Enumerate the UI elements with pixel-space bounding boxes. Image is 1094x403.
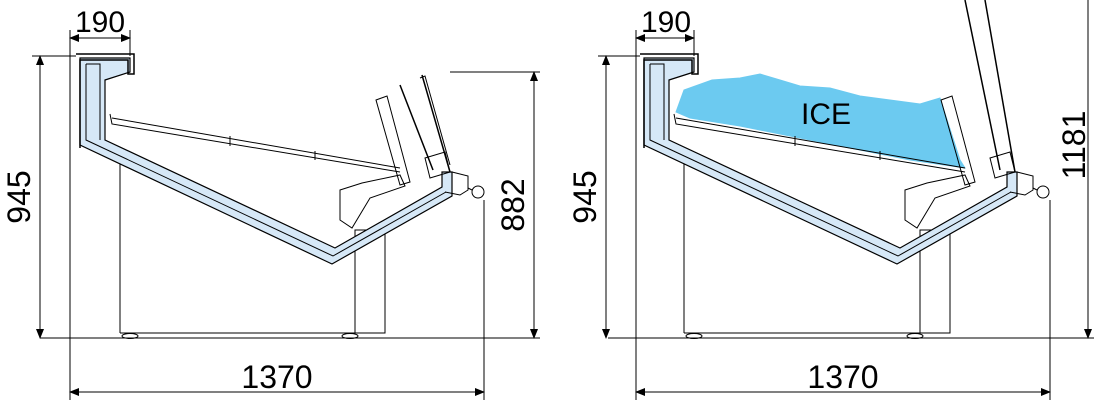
ice-heap	[675, 73, 966, 169]
left-glass-panels	[375, 74, 485, 199]
right-height-dimension: 945	[567, 55, 640, 339]
right-depth-label: 1370	[807, 359, 878, 395]
right-top-width-label: 190	[641, 6, 691, 39]
left-depth-dimension: 1370	[69, 56, 485, 400]
right-top-width-dimension: 190	[635, 6, 695, 56]
left-height-dimension: 945	[1, 55, 76, 339]
left-height-label: 945	[1, 170, 37, 223]
left-front-height-dimension: 882	[450, 71, 540, 339]
right-height-label: 945	[567, 170, 603, 223]
left-section-view: 190 945 882 1370	[1, 6, 540, 400]
right-total-height-dimension: 1181	[1050, 0, 1094, 339]
left-display-tray	[109, 113, 406, 229]
right-glass-panels	[940, 0, 1050, 199]
right-base	[683, 150, 951, 339]
right-insulation-shell	[643, 57, 1018, 265]
right-total-height-label: 1181	[1056, 111, 1092, 180]
left-base	[119, 150, 386, 339]
right-section-view: ICE 190	[567, 0, 1094, 400]
left-top-width-dimension: 190	[69, 6, 131, 56]
left-top-width-label: 190	[75, 6, 125, 39]
left-depth-label: 1370	[241, 359, 312, 395]
right-display-tray	[673, 113, 971, 229]
left-insulation-shell	[79, 57, 453, 265]
right-depth-dimension: 1370	[635, 56, 1051, 400]
left-front-height-label: 882	[495, 178, 531, 231]
ice-label: ICE	[801, 98, 851, 131]
